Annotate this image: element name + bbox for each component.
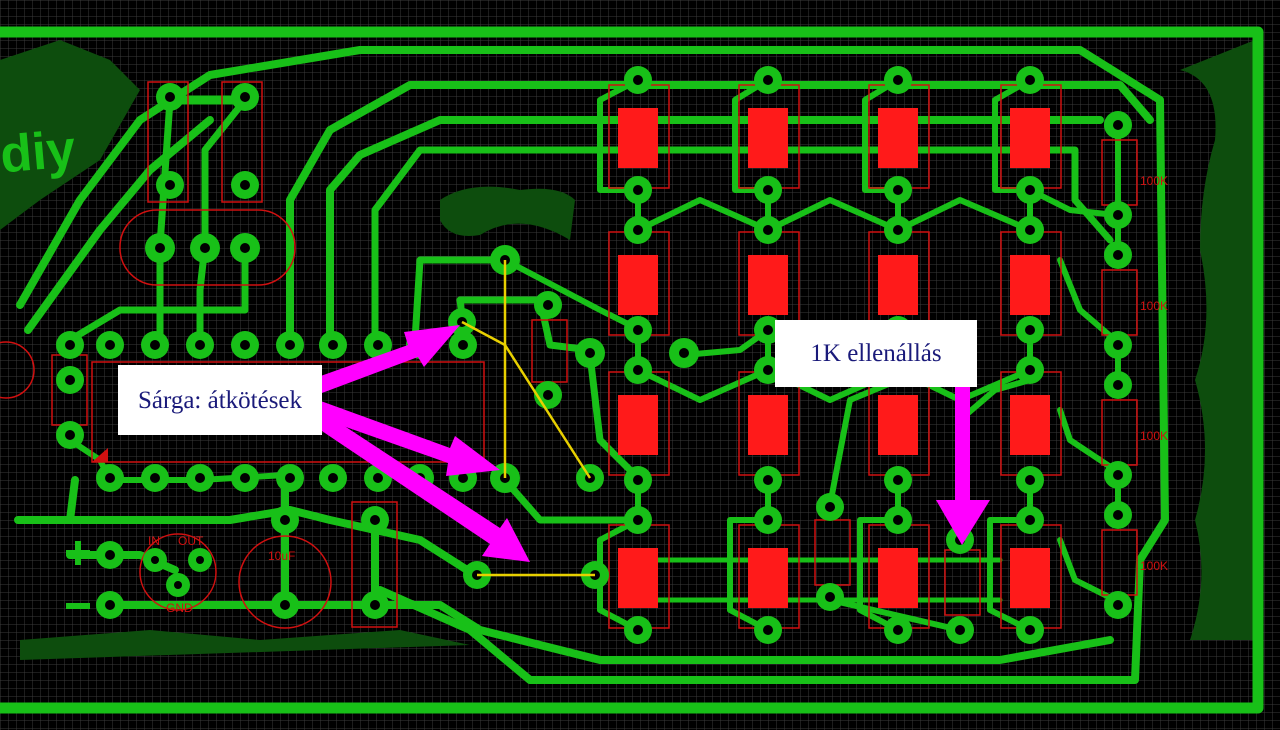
- ic-pin1-marker: [92, 448, 108, 462]
- jumpers-callout: Sárga: átkötések: [118, 365, 322, 435]
- svg-text:100K: 100K: [1140, 429, 1168, 443]
- arrow-to-jumper-3: [310, 410, 530, 562]
- arrow-to-jumper-1: [315, 325, 460, 393]
- svg-text:100K: 100K: [1140, 174, 1168, 188]
- svg-text:100K: 100K: [1140, 299, 1168, 313]
- svg-text:GND: GND: [166, 601, 193, 615]
- svg-text:diy: diy: [0, 120, 78, 184]
- silkscreen-text: IN OUT GND 10uF 100K 100K 100K 100K: [148, 174, 1168, 615]
- led-array: [618, 108, 1050, 608]
- svg-text:100K: 100K: [1140, 559, 1168, 573]
- svg-text:10uF: 10uF: [268, 549, 295, 563]
- annotation-arrows: [310, 325, 990, 562]
- jumper-wire-2: [461, 320, 592, 479]
- arrow-to-resistor: [936, 387, 990, 545]
- arrow-to-jumper-2: [312, 400, 500, 476]
- board-markings: diy: [0, 120, 90, 609]
- svg-text:IN: IN: [148, 534, 160, 548]
- svg-text:OUT: OUT: [178, 534, 204, 548]
- resistor-callout: 1K ellenállás: [775, 320, 977, 387]
- jumper-wires: [461, 260, 595, 577]
- ground-pour: [0, 40, 1255, 660]
